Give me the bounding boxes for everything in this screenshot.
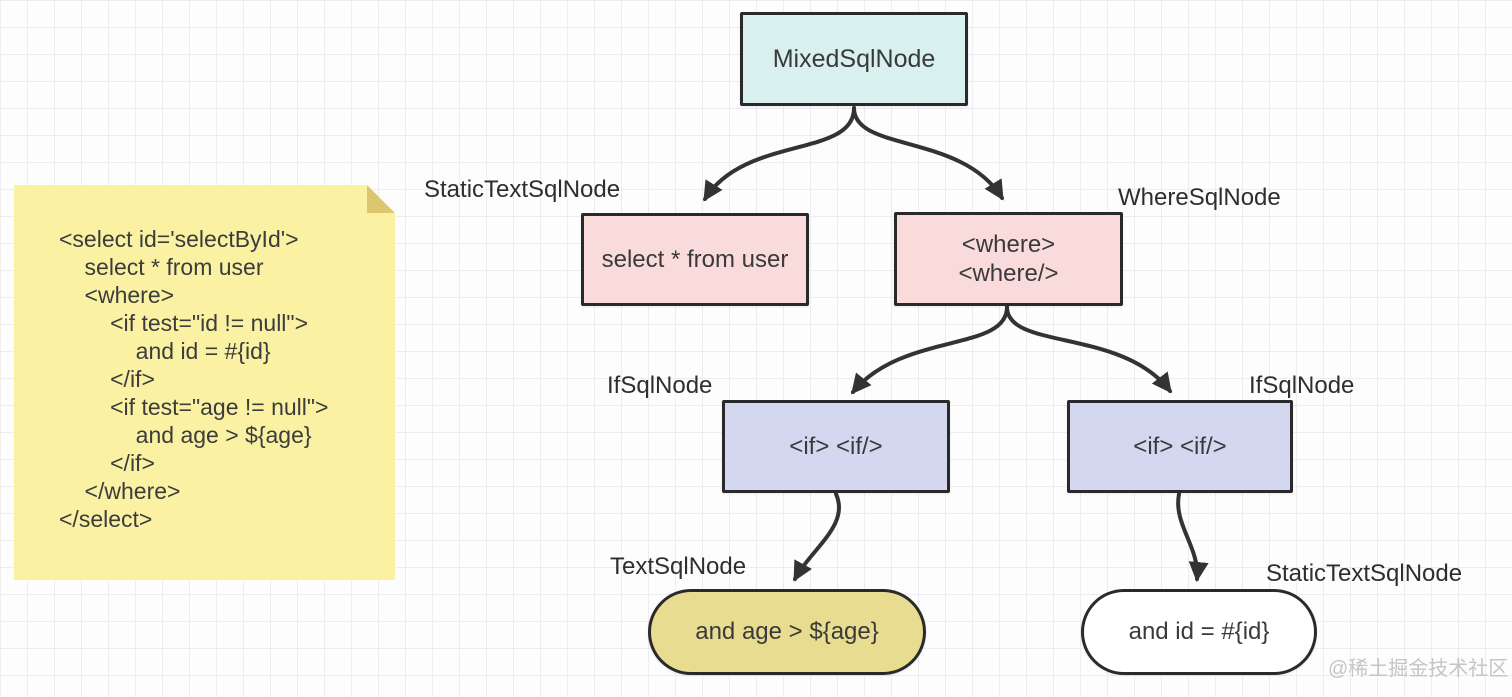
- type-label-textsqlnode: TextSqlNode: [610, 553, 747, 580]
- arrow-mixed-to-statictext: [703, 106, 856, 202]
- sticky-note-fold-corner: [367, 185, 395, 213]
- node-textsqlnode: and age > ${age}: [648, 589, 926, 675]
- arrow-where-to-if-right: [1005, 305, 1172, 394]
- type-label-wheresqlnode: WhereSqlNode: [1118, 184, 1281, 211]
- node-wheresqlnode-text-line1: <where>: [961, 231, 1056, 258]
- node-mixedsqlnode-text: MixedSqlNode: [772, 44, 936, 73]
- arrow-if-to-statictext-leaf: [1176, 492, 1209, 582]
- arrow-if-to-textsqlnode: [793, 492, 841, 582]
- arrow-where-to-if-left: [851, 305, 1009, 395]
- type-label-statictextsqlnode-right: StaticTextSqlNode: [1266, 560, 1463, 587]
- node-statictextsqlnode-left: select * from user: [581, 213, 809, 306]
- node-statictextsqlnode-left-text: select * from user: [601, 245, 789, 273]
- sql-xml-code: <select id='selectById'> select * from u…: [59, 226, 329, 532]
- node-statictextsqlnode-leaf: and id = #{id}: [1081, 589, 1317, 675]
- node-statictextsqlnode-leaf-text: and id = #{id}: [1128, 618, 1270, 645]
- node-wheresqlnode: <where> <where/>: [894, 212, 1123, 306]
- node-ifsqlnode-right-text: <if> <if/>: [1133, 432, 1227, 460]
- node-ifsqlnode-left-text: <if> <if/>: [789, 432, 883, 460]
- node-textsqlnode-text: and age > ${age}: [695, 618, 879, 645]
- node-ifsqlnode-left: <if> <if/>: [722, 400, 950, 493]
- type-label-ifsqlnode-left: IfSqlNode: [607, 372, 713, 399]
- node-wheresqlnode-text-line2: <where/>: [958, 260, 1059, 287]
- type-label-ifsqlnode-right: IfSqlNode: [1249, 372, 1355, 399]
- sticky-note: <select id='selectById'> select * from u…: [14, 185, 395, 580]
- type-label-statictextsqlnode-left: StaticTextSqlNode: [424, 176, 621, 203]
- node-ifsqlnode-right: <if> <if/>: [1067, 400, 1293, 493]
- node-mixedsqlnode: MixedSqlNode: [740, 12, 968, 106]
- arrow-mixed-to-where: [852, 106, 1004, 201]
- watermark-juejin-community: @稀土掘金技术社区: [1328, 658, 1509, 680]
